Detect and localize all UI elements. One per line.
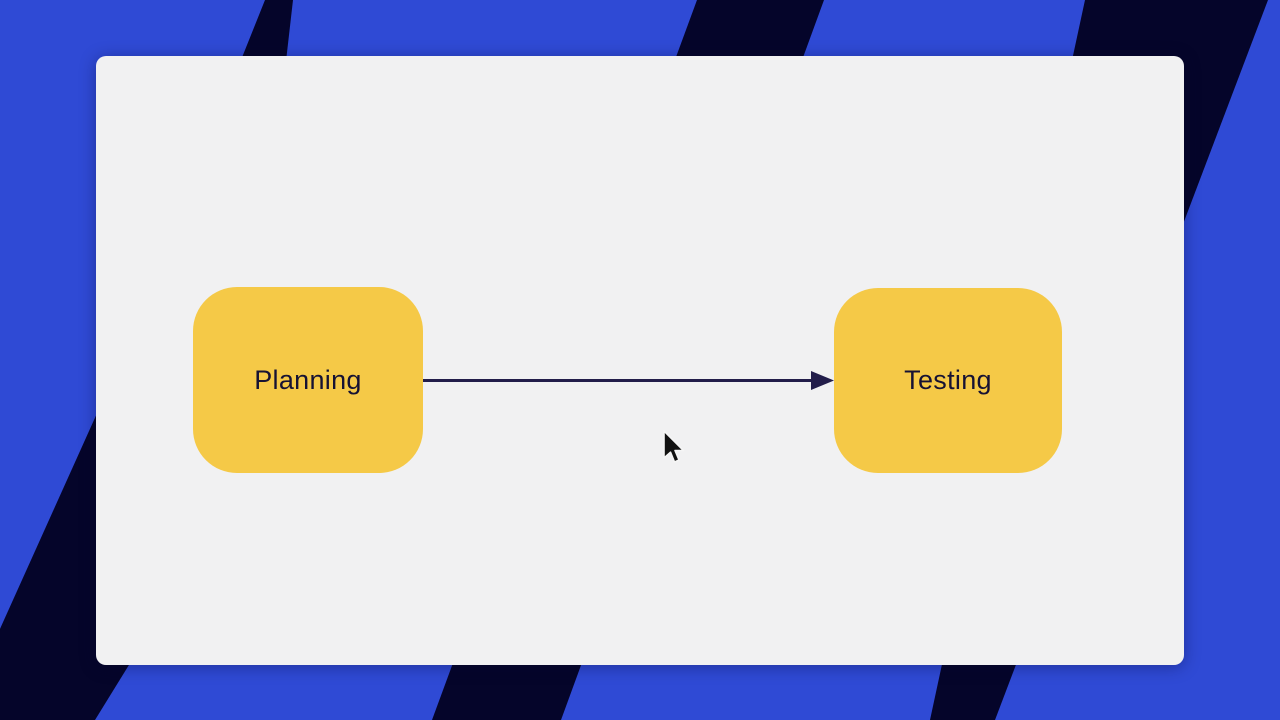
node-planning[interactable]: Planning (193, 287, 423, 473)
whiteboard-canvas[interactable]: Planning Testing (96, 56, 1184, 665)
stripe-top-left (237, 0, 293, 70)
node-testing[interactable]: Testing (834, 288, 1062, 473)
node-testing-label: Testing (904, 365, 992, 395)
node-planning-label: Planning (254, 364, 362, 395)
